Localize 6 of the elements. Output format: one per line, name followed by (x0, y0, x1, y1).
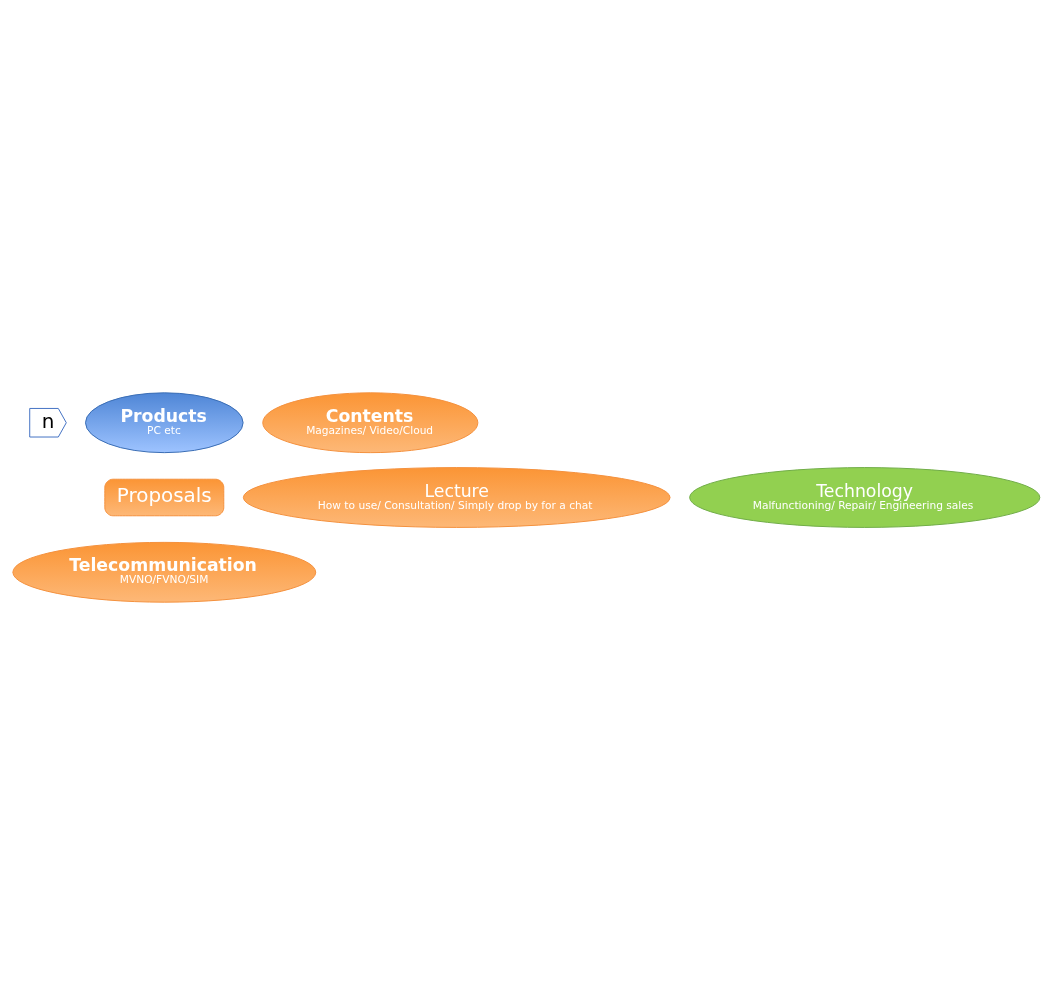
node-ellipse: Products PC etc (85, 391, 244, 453)
node-ellipse: Technology Malfunctioning/ Repair/ Engineering sales (689, 466, 1041, 528)
node-ellipse: Telecommunication MVNO/FVNO/SIM (12, 541, 317, 603)
node-box: Proposals (104, 478, 225, 516)
node-ellipse: Lecture How to use/ Consultation/ Simply drop by for a chat (242, 466, 671, 528)
node-ellipse: Contents Magazines/ Video/Cloud (262, 391, 479, 453)
